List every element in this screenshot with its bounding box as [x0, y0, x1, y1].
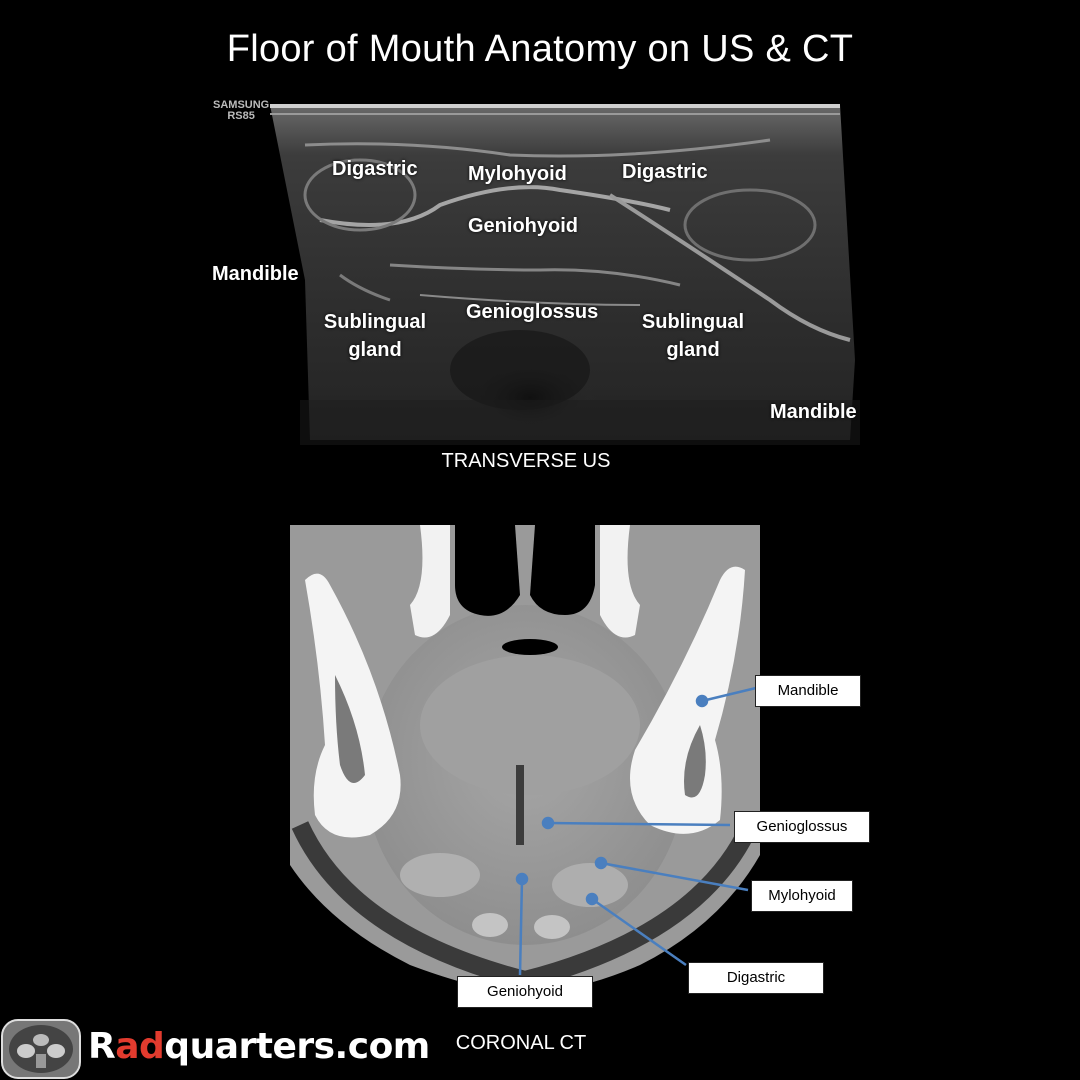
us-label-digastric-right: Digastric	[622, 161, 708, 183]
page-title: Floor of Mouth Anatomy on US & CT	[226, 28, 854, 70]
sublingual-left-line2: gland	[348, 339, 402, 361]
us-label-digastric-left: Digastric	[332, 158, 418, 180]
ct-label-mylohyoid: Mylohyoid	[751, 880, 853, 912]
ct-caption: CORONAL CT	[455, 1032, 587, 1054]
ct-label-geniohyoid: Geniohyoid	[457, 976, 593, 1008]
vendor-line-1: SAMSUNG	[213, 99, 270, 111]
ct-image	[290, 525, 760, 991]
radquarters-wordmark: Radquarters.com	[88, 1026, 430, 1067]
ct-scan	[290, 525, 760, 991]
ultrasound-scan	[270, 104, 860, 445]
us-caption: TRANSVERSE US	[441, 450, 611, 472]
ct-label-genioglossus: Genioglossus	[734, 811, 870, 843]
us-label-mandible-right: Mandible	[770, 401, 857, 423]
radquarters-logo-icon	[1, 1019, 81, 1079]
sublingual-right-line1: Sublingual	[641, 311, 745, 333]
ultrasound-vendor-mark: SAMSUNG RS85	[213, 100, 269, 122]
sublingual-left-line1: Sublingual	[323, 311, 427, 333]
ultrasound-image: SAMSUNG RS85 Digastric Mylohyoid Digastr…	[210, 100, 870, 445]
logo-rest: quarters.com	[164, 1026, 430, 1067]
us-label-sublingual-left: Sublingual gland	[320, 308, 430, 364]
sublingual-right-line2: gland	[666, 339, 720, 361]
logo-ad: ad	[115, 1026, 165, 1067]
us-label-mylohyoid: Mylohyoid	[468, 163, 567, 185]
us-label-genioglossus: Genioglossus	[466, 301, 599, 323]
us-label-geniohyoid: Geniohyoid	[468, 215, 578, 237]
vendor-line-2: RS85	[227, 110, 255, 122]
ct-label-digastric: Digastric	[688, 962, 824, 994]
us-label-sublingual-right: Sublingual gland	[638, 308, 748, 364]
us-label-mandible-left: Mandible	[212, 263, 299, 285]
logo-r: R	[88, 1026, 116, 1067]
ct-label-mandible: Mandible	[755, 675, 861, 707]
